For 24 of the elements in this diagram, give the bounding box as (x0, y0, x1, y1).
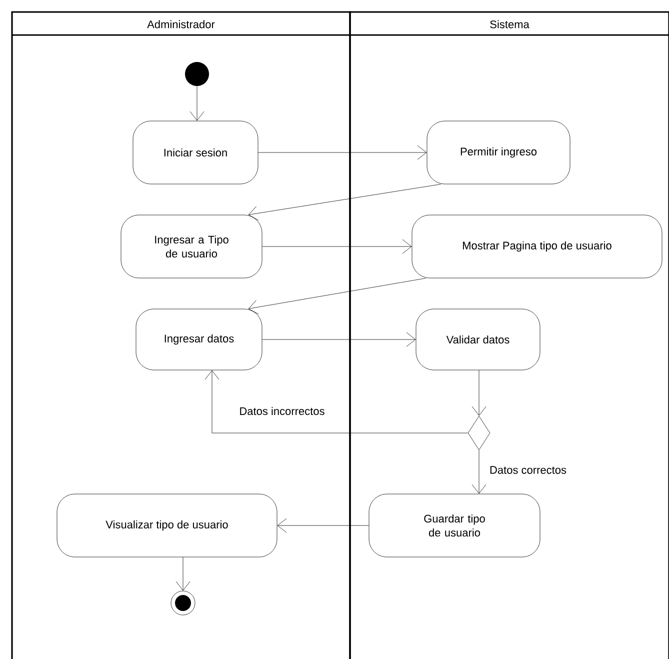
action-box: Mostrar Pagina tipo de usuario (412, 214, 662, 278)
action-box: Ingresar a Tipo de usuario (120, 214, 262, 278)
start-node (185, 62, 209, 86)
arrow (472, 370, 486, 416)
arrow (204, 370, 468, 434)
arrow (176, 557, 190, 591)
arrow (248, 184, 441, 220)
arrow (262, 239, 412, 254)
action-box: Visualizar tipo de usuario (56, 494, 278, 558)
action-box: Iniciar sesion (132, 120, 258, 184)
end-node (170, 590, 196, 616)
action-box: Permitir ingreso (426, 120, 570, 184)
action-box: Guardar tipo de usuario (368, 494, 540, 558)
action-box: Validar datos (416, 308, 540, 370)
arrow (262, 332, 416, 347)
arrow (258, 145, 427, 160)
edge-label: Datos incorrectos (240, 406, 324, 416)
arrow (190, 86, 204, 121)
arrow (277, 518, 369, 533)
arrow (472, 450, 486, 494)
arrow (248, 278, 426, 314)
decision-diamond (468, 416, 490, 450)
action-box: Ingresar datos (136, 308, 262, 370)
edge-label: Datos correctos (490, 466, 566, 474)
